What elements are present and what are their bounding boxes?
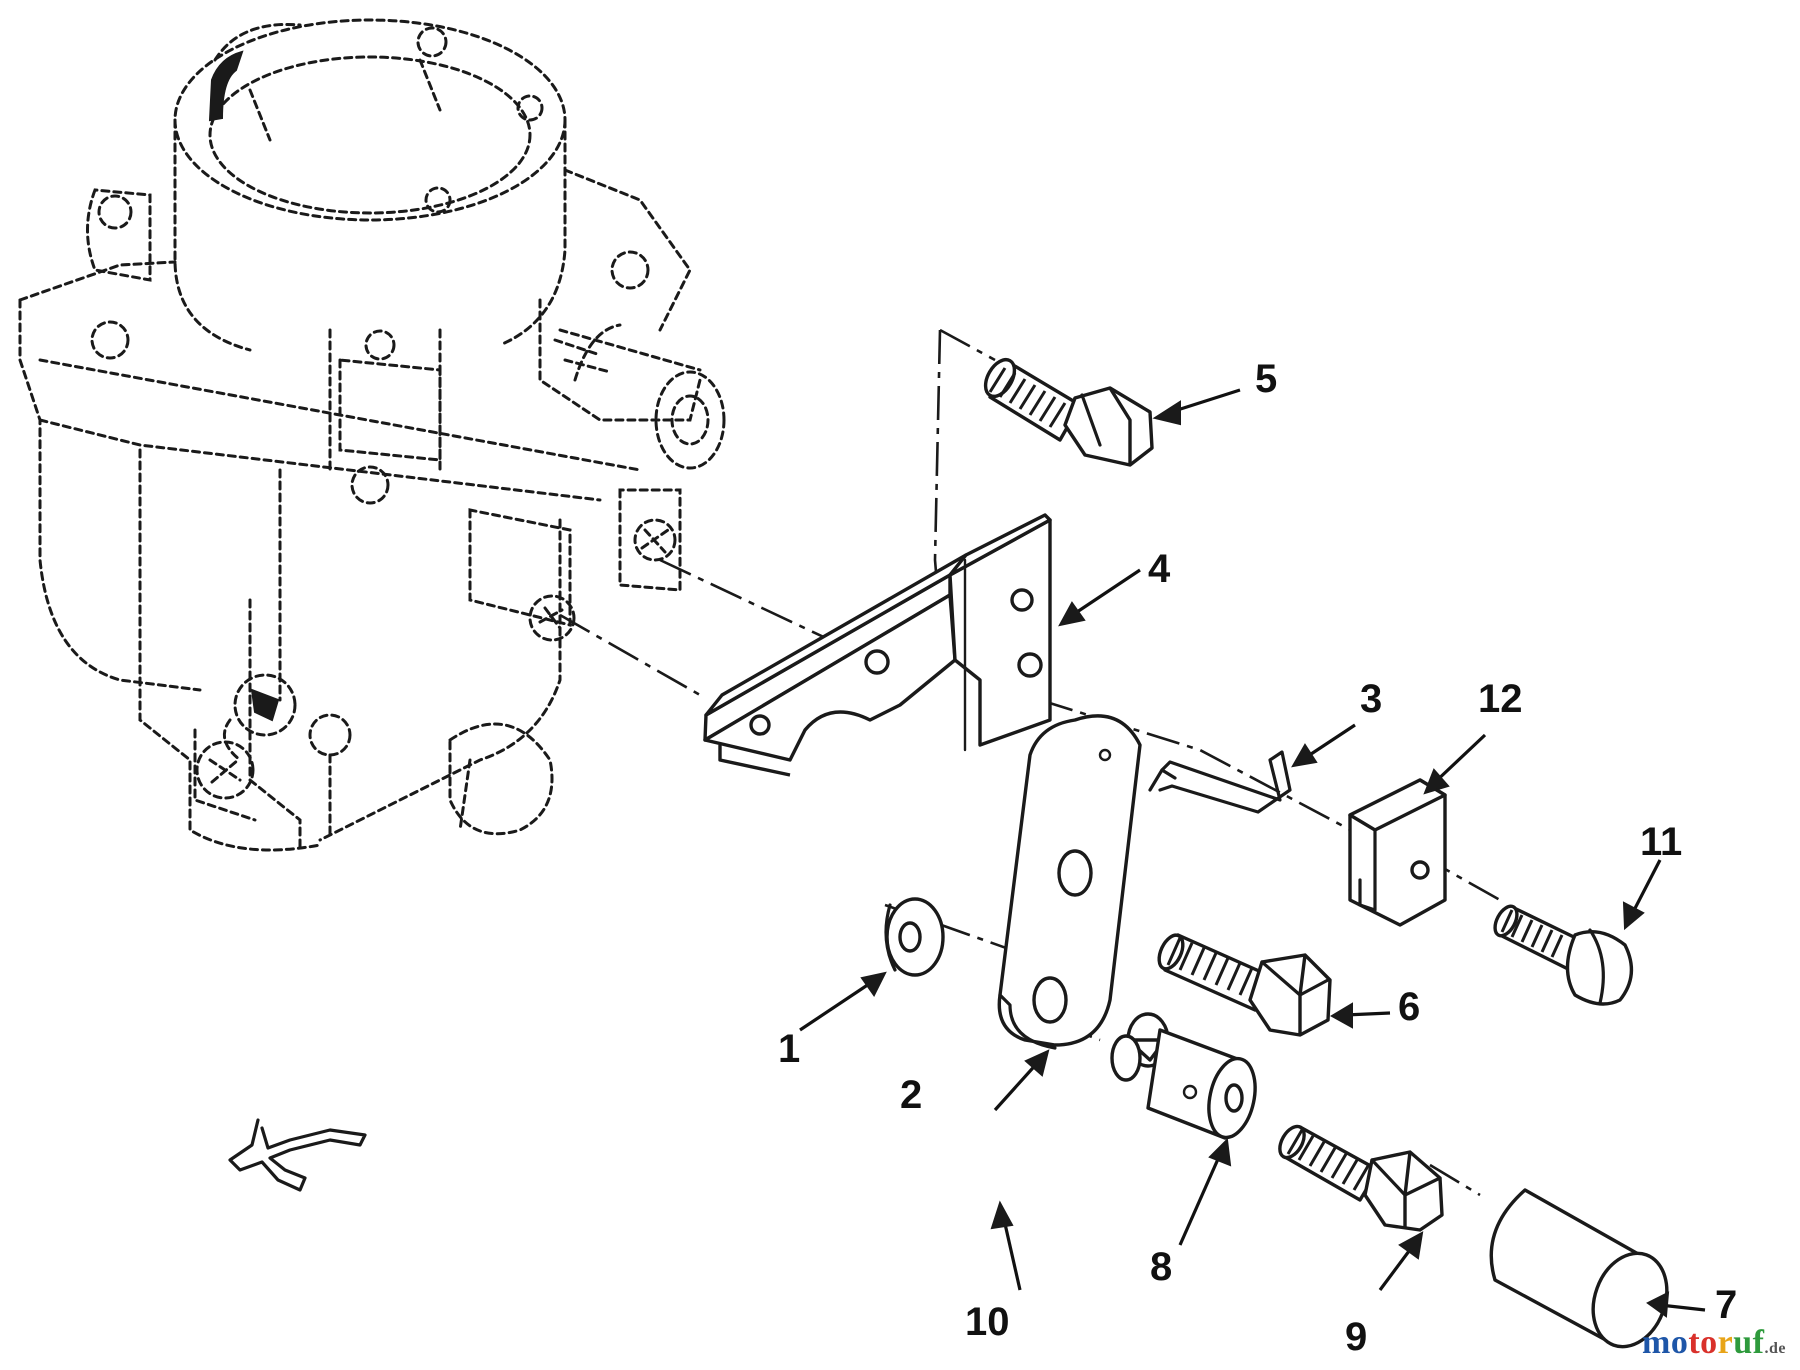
watermark-part-3: r — [1717, 1324, 1734, 1361]
callout-11: 11 — [1640, 820, 1682, 864]
callout-9: 9 — [1345, 1315, 1367, 1359]
callout-7: 7 — [1715, 1283, 1737, 1327]
bolt-part-5 — [983, 357, 1154, 467]
leader-lines — [799, 388, 1706, 1318]
watermark-logo: motoruf.de — [1642, 1324, 1786, 1362]
callout-2: 2 — [900, 1073, 922, 1117]
swivel-part — [1110, 1012, 1257, 1140]
callout-1: 1 — [778, 1027, 800, 1071]
callout-6: 6 — [1398, 985, 1420, 1029]
callout-5: 5 — [1255, 357, 1277, 401]
screw-part-11 — [1493, 904, 1634, 1006]
callout-10: 10 — [965, 1300, 1010, 1344]
bolt-part-6 — [1157, 933, 1332, 1037]
washer-part — [884, 897, 945, 977]
callout-labels: 1 2 3 4 5 6 7 8 9 10 11 12 — [778, 357, 1737, 1359]
watermark-suffix: .de — [1764, 1340, 1786, 1357]
cap-part — [1489, 1188, 1669, 1349]
hairpin-clip-part — [228, 1118, 367, 1192]
watermark-part-1: mo — [1642, 1324, 1689, 1361]
spring-wire-part — [1148, 750, 1292, 814]
link-plate-part — [997, 714, 1142, 1050]
clip-part — [1348, 778, 1447, 927]
bracket-part — [703, 513, 1052, 777]
bolt-part-9 — [1278, 1124, 1444, 1232]
callout-12: 12 — [1478, 677, 1523, 721]
callout-8: 8 — [1150, 1245, 1172, 1289]
callout-4: 4 — [1148, 547, 1171, 591]
watermark-part-4: uf — [1733, 1324, 1765, 1361]
callout-3: 3 — [1360, 677, 1382, 721]
watermark-part-2: to — [1688, 1324, 1718, 1361]
carburetor-phantom — [18, 18, 726, 852]
